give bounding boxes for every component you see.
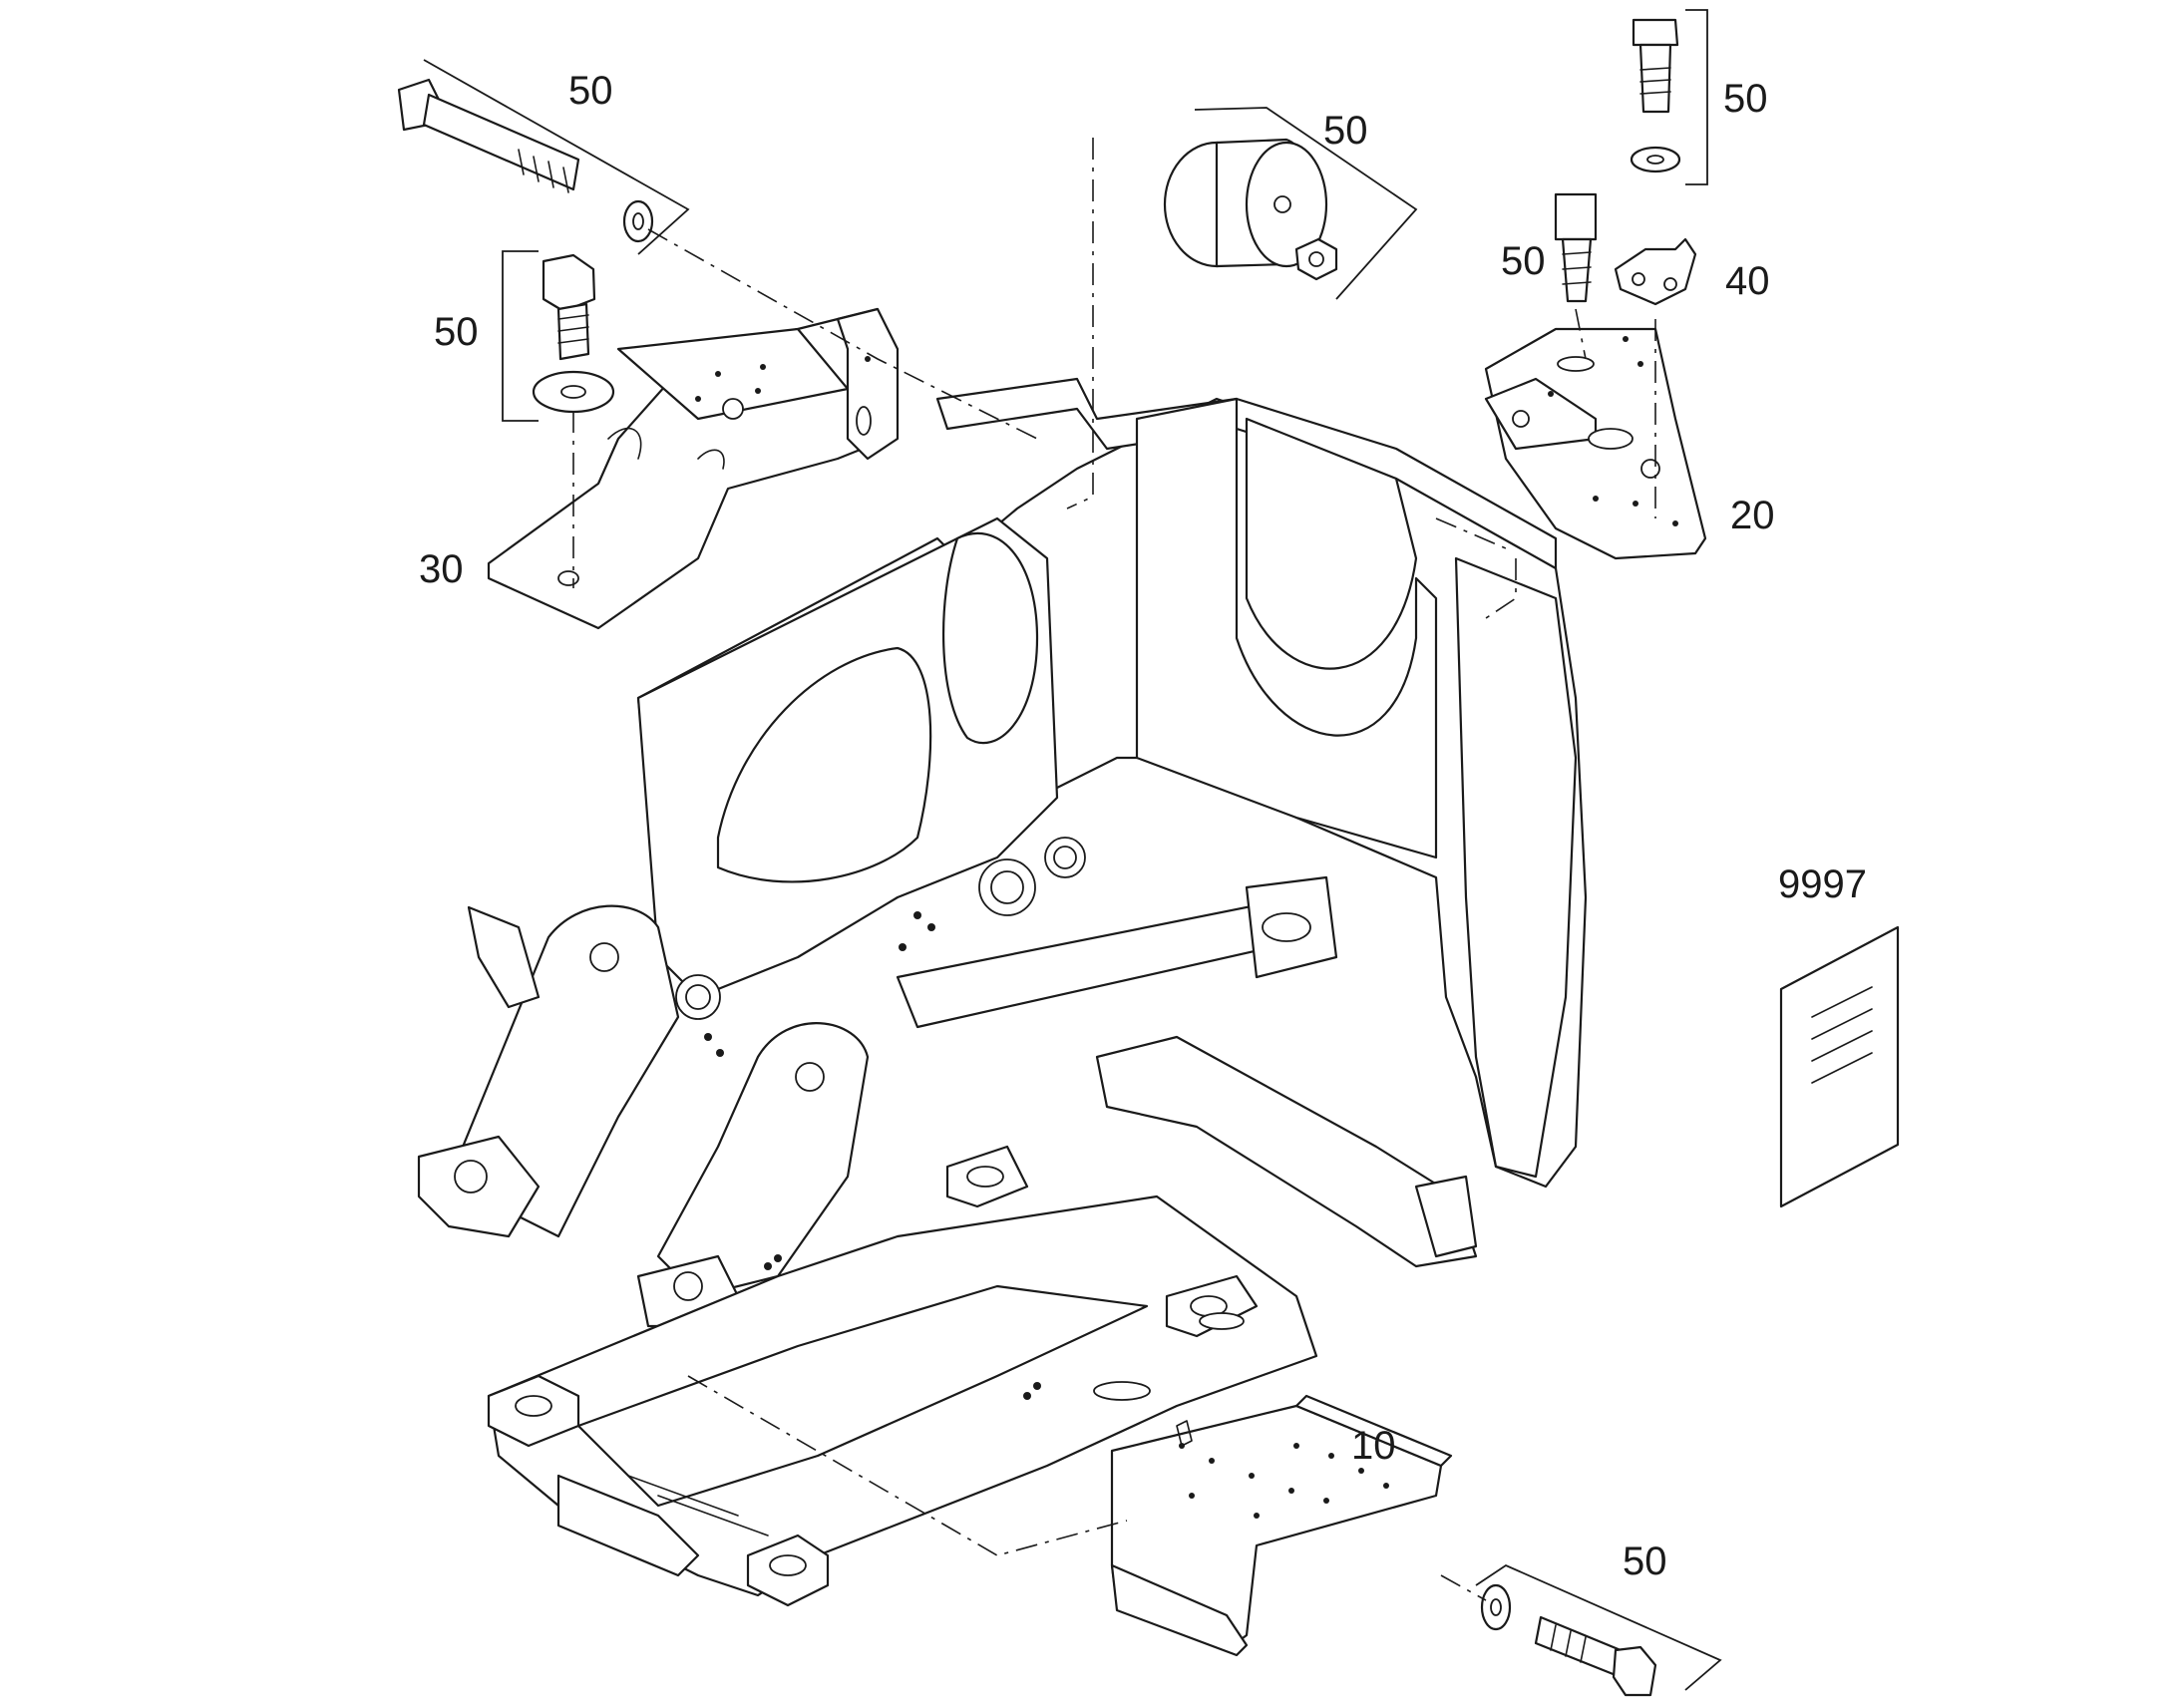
callout-50-top-left: 50 [568,69,613,113]
part-50-right-bolt [1554,192,1598,303]
assembly-lines [572,138,1656,1601]
callout-50-right-bolt: 50 [1501,239,1546,283]
callout-50-disc: 50 [1323,109,1368,153]
callout-labels: 50 50 30 50 50 50 40 20 9997 10 50 [419,69,1867,1583]
callout-50-top-right: 50 [1723,77,1768,121]
callout-30: 30 [419,547,464,591]
main-frame [417,377,1588,1607]
part-50-disc-and-nut [1163,107,1418,300]
callout-9997: 9997 [1778,862,1867,906]
callout-20: 20 [1730,494,1775,537]
part-50-left-bolt [502,250,615,422]
part-30-mounting-bracket [487,307,900,630]
callout-50-bottom: 50 [1623,1539,1667,1583]
callout-40: 40 [1725,259,1770,303]
part-50-bottom-bolt [1475,1563,1722,1697]
part-10-base-plate [1110,1394,1453,1657]
part-50-long-bolt [397,59,690,255]
callout-50-left-bolt: 50 [434,310,479,354]
callout-10: 10 [1351,1424,1396,1468]
part-9997-document-icon [1779,925,1900,1208]
part-20-hinge-plate [1484,327,1707,560]
part-50-top-right-bolt [1630,9,1708,185]
part-40-bracket [1614,237,1697,306]
